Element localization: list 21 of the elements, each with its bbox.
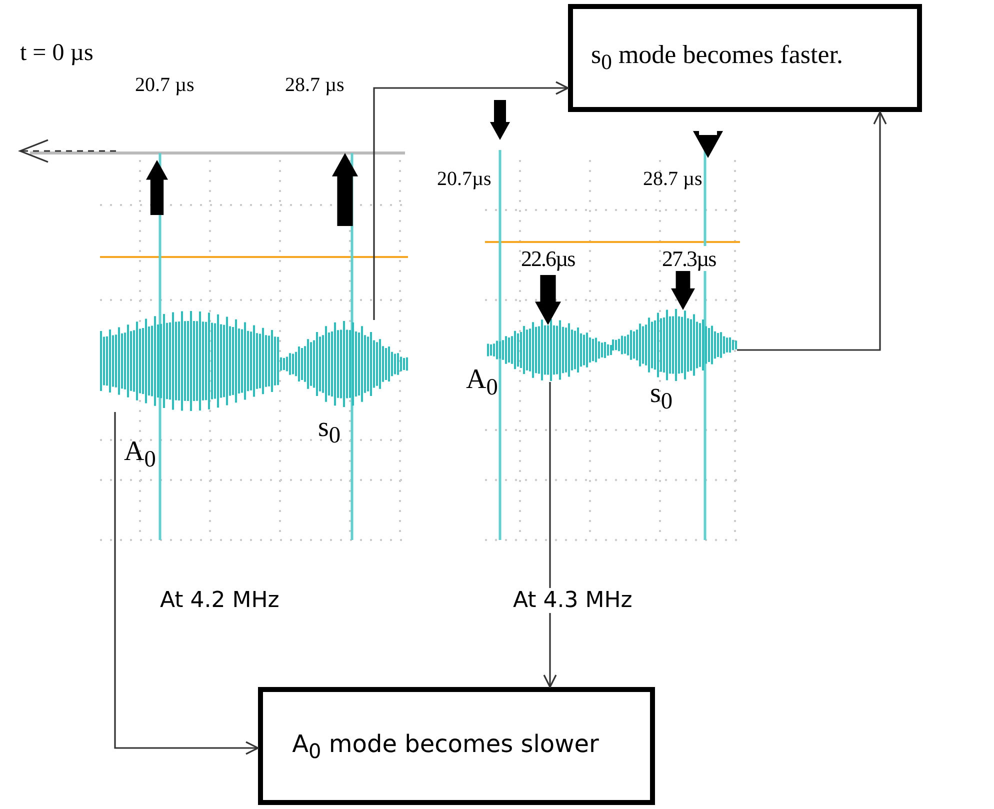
frequency-label: At 4.2 MHz bbox=[160, 588, 280, 614]
time-label: 27.3µs bbox=[662, 246, 716, 272]
text-box: A$_{0}$ mode becomes slower bbox=[258, 687, 655, 805]
connector-arrow bbox=[373, 81, 569, 320]
mode-label: s$_{0}$ bbox=[650, 378, 673, 416]
time-label: 28.7 µs bbox=[285, 74, 346, 97]
text-box: s$_{0}$ mode becomes faster. bbox=[568, 4, 922, 112]
time-label: 20.7 µs bbox=[135, 74, 196, 97]
connector-arrow bbox=[114, 412, 259, 755]
connector-arrow bbox=[737, 111, 887, 351]
frequency-label: At 4.3 MHz bbox=[513, 588, 632, 614]
wave-packet-drawing bbox=[280, 320, 408, 408]
time-label: 20.7µs bbox=[437, 168, 492, 191]
wave-packet-drawing bbox=[100, 310, 280, 412]
time-label: t = 0 µs bbox=[20, 40, 94, 68]
mode-label: s$_{0}$ bbox=[318, 412, 341, 450]
mode-label: A$_{0}$ bbox=[124, 436, 156, 474]
time-label: 28.7 µs bbox=[643, 168, 704, 191]
wave-packet-drawing bbox=[612, 308, 737, 382]
connector-arrow bbox=[543, 382, 557, 688]
mode-label: A$_{0}$ bbox=[466, 364, 498, 402]
